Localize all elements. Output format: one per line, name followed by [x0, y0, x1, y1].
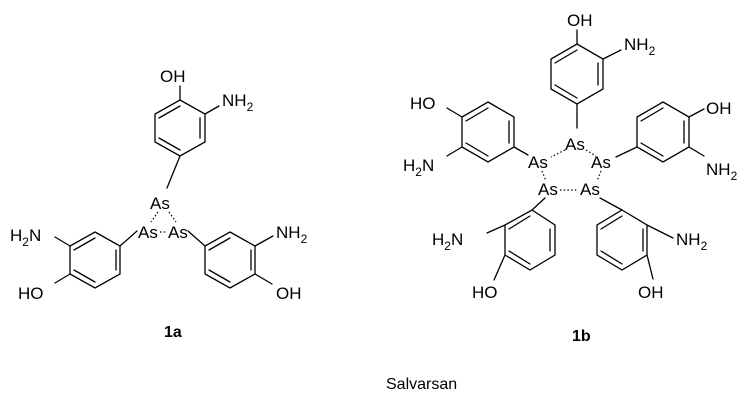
ho-label-1a-left: HO: [18, 284, 44, 303]
ring-1b-lower-right: [596, 197, 674, 280]
nh2-label-1b-lower-right: NH2: [676, 230, 708, 253]
ring-1a-left: [54, 230, 138, 289]
ring-1b-lower-left: [486, 197, 556, 281]
as-atom-1a-right: As: [168, 223, 188, 242]
nh2-label-1b-top: NH2: [624, 35, 656, 58]
h2n-label-1b-lower-left: H2N: [432, 230, 463, 253]
ring-1b-upper-left: [446, 101, 529, 163]
compound-label-1b: 1b: [572, 328, 591, 345]
as-atom-1b-lower-left: As: [538, 180, 558, 199]
h2n-label-1b-upper-left: H2N: [403, 156, 434, 179]
oh-label-1b-lower-right: OH: [638, 283, 664, 302]
nh2-label-1b-upper-right: NH2: [706, 160, 738, 183]
as-atom-1b-top: As: [565, 135, 585, 154]
nh2-label-1a-top: NH2: [222, 91, 254, 114]
h2n-label-1a-left: H2N: [10, 226, 41, 249]
ring-1b-top: [550, 29, 622, 129]
oh-label-1a-right: OH: [276, 284, 302, 303]
nh2-label-1a-right: NH2: [276, 223, 308, 246]
oh-label-1a-top: OH: [160, 67, 186, 86]
as-atom-1b-lower-right: As: [580, 180, 600, 199]
oh-label-1b-upper-right: OH: [706, 99, 732, 118]
as-atom-1a-left: As: [138, 223, 158, 242]
as-atom-1b-upper-left: As: [528, 153, 548, 172]
ring-1b-upper-right: [615, 101, 705, 163]
ring-1a-right: [187, 230, 274, 289]
ho-label-1b-upper-left: HO: [410, 94, 436, 113]
as-atom-1a-top: As: [150, 194, 170, 213]
compound-1b: OH NH2 As As As As As HO H2N: [403, 11, 738, 345]
as-atom-1b-upper-right: As: [591, 153, 611, 172]
ho-label-1b-lower-left: HO: [472, 283, 498, 302]
figure-caption: Salvarsan: [386, 376, 457, 393]
compound-label-1a: 1a: [164, 324, 182, 341]
compound-1a: OH NH2 As As As H2N HO: [10, 67, 308, 341]
ring-1a-top: [154, 85, 220, 189]
oh-label-1b-top: OH: [567, 11, 593, 30]
